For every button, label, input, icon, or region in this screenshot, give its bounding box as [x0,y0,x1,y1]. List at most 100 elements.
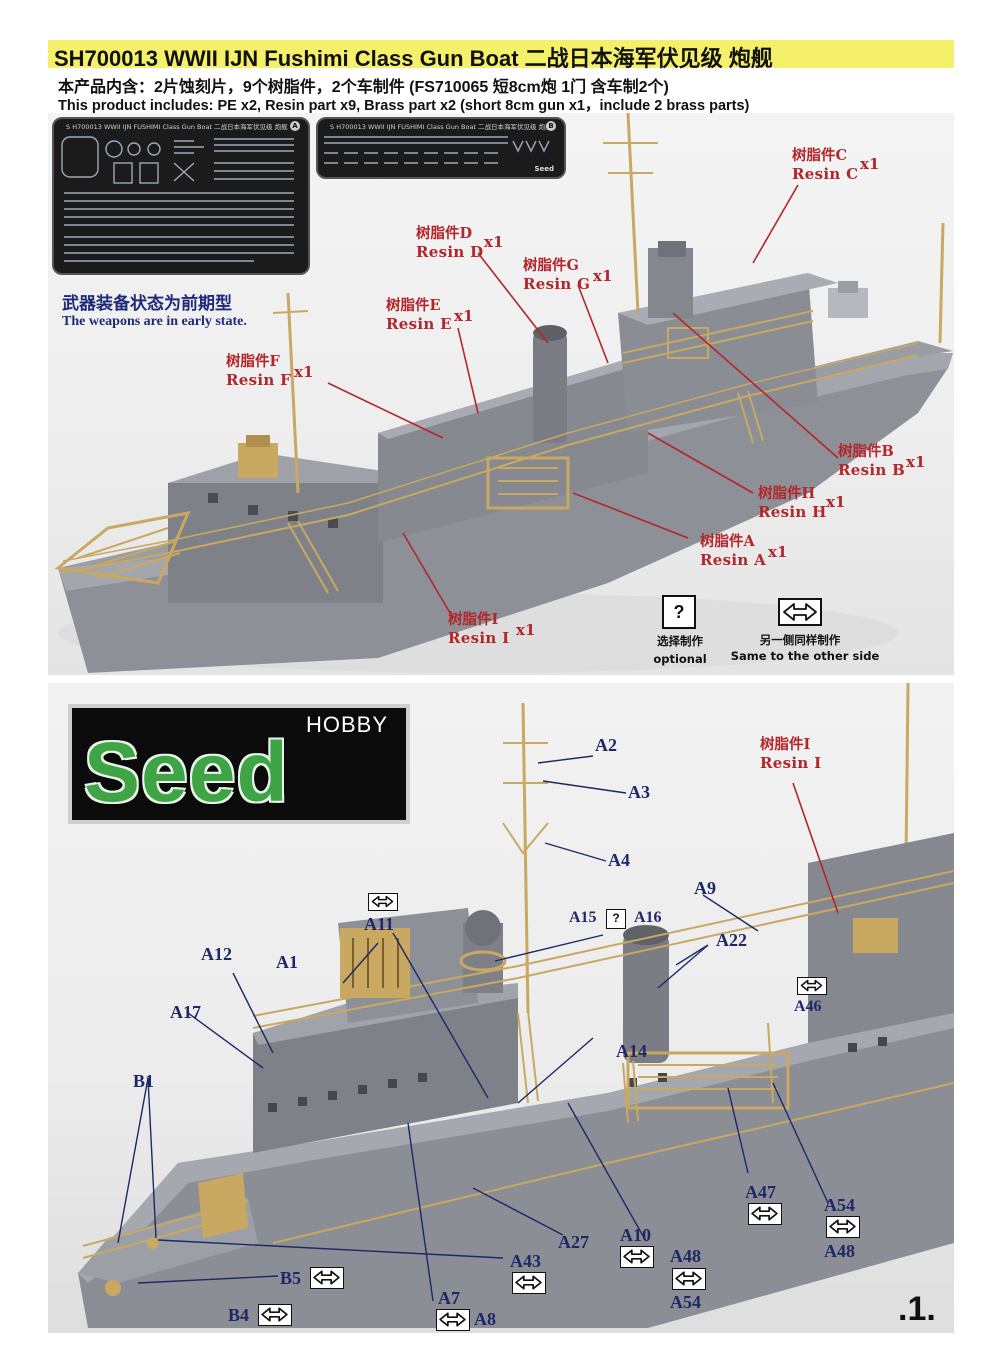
part-label-b1: B1 [133,1071,155,1091]
a43-same-side-icon [512,1272,546,1294]
resin-i-qty: x1 [516,621,536,639]
part-label-b5: B5 [280,1268,302,1288]
resin-b-label: 树脂件B Resin B x1 [838,443,925,479]
a48-same-side-icon [672,1268,706,1290]
resin-c-en: Resin C [792,165,859,183]
double-arrow-icon [829,1219,856,1234]
part-label-a8: A8 [474,1309,496,1329]
resin-g-zh: 树脂件G [523,257,579,274]
product-title: SH700013 WWII IJN Fushimi Class Gun Boat… [54,46,773,71]
resin-b-qty: x1 [906,453,926,471]
resin-d-label: 树脂件D Resin D x1 [416,225,503,261]
pe-sheet-a-parts [61,136,294,262]
resin-e-qty: x1 [454,307,474,325]
pe-sheet-b-parts [324,136,550,164]
a15-optional-icon: ? [606,909,626,929]
top-ship-illustration [54,113,953,673]
part-label-a17: A17 [170,1002,201,1022]
pe-sheet-b-mark: B [546,121,556,131]
resin-h-qty: x1 [826,493,846,511]
part-label-a54-left: A54 [670,1292,701,1312]
top-model-photo [48,113,954,675]
pe-sheet-b-logo: Seed [534,165,554,173]
part-label-b4: B4 [228,1305,250,1325]
double-arrow-icon [800,979,823,992]
resin-d-qty: x1 [484,233,504,251]
resin-i-label: 树脂件I Resin I x1 [448,611,535,647]
logo-hobby-text: HOBBY [305,712,388,737]
optional-caption-zh: 选择制作 [657,634,703,648]
includes-en: This product includes: PE x2, Resin part… [58,98,750,114]
a10-same-side-icon [620,1246,654,1268]
a46-same-side-icon [797,977,827,995]
part-label-a15: A15 [569,909,597,926]
resin-f-label: 树脂件F Resin F x1 [226,353,313,389]
resin-a-zh: 树脂件A [700,533,755,550]
double-arrow-icon [515,1275,542,1290]
resin-b-zh: 树脂件B [838,443,894,460]
part-label-a48-left: A48 [670,1246,701,1266]
resin-e-label: 树脂件E Resin E x1 [386,297,473,333]
resin-h-label: 树脂件H Resin H x1 [758,485,845,521]
bottom-resin-i-en: Resin I [760,754,822,772]
b4-same-side-icon [258,1304,292,1326]
part-label-a4: A4 [608,850,630,870]
same-side-caption-zh: 另一侧同样制作 [759,633,841,647]
logo-seed-text: Seed [84,725,289,819]
resin-h-zh: 树脂件H [758,485,816,502]
seed-hobby-logo: HOBBY Seed [68,704,410,824]
double-arrow-icon [675,1271,702,1286]
page-number: .1. [898,1290,936,1328]
pe-sheet-a: S H700013 WWII IJN FUSHIMI Class Gun Boa… [52,117,310,275]
a54-same-side-icon [826,1216,860,1238]
resin-g-en: Resin G [523,275,591,293]
resin-b-en: Resin B [838,461,906,479]
resin-f-qty: x1 [294,363,314,381]
resin-d-zh: 树脂件D [416,225,473,242]
part-label-a12: A12 [201,944,232,964]
a47-same-side-icon [748,1203,782,1225]
resin-a-en: Resin A [700,551,767,569]
b5-same-side-icon [310,1267,344,1289]
resin-d-en: Resin D [416,243,484,261]
double-arrow-icon [371,895,394,908]
resin-e-zh: 树脂件E [386,297,441,314]
part-label-a43: A43 [510,1251,541,1271]
pe-sheet-a-title: S H700013 WWII IJN FUSHIMI Class Gun Boa… [66,123,288,131]
part-label-a22: A22 [716,930,747,950]
part-label-a47: A47 [745,1182,776,1202]
same-side-symbol [778,598,822,626]
bottom-resin-i-zh: 树脂件I [760,736,811,753]
a7-same-side-icon [436,1309,470,1331]
pe-sheet-a-mark: A [290,121,300,131]
includes-zh: 本产品内含：2片蚀刻片，9个树脂件，2个车制件 (FS710065 短8cm炮 … [58,79,669,96]
weapons-note-zh: 武器装备状态为前期型 [62,294,232,314]
part-label-a16: A16 [634,909,662,926]
part-label-a9: A9 [694,878,716,898]
resin-i-zh: 树脂件I [448,611,499,628]
part-label-a14: A14 [616,1041,647,1061]
resin-a-label: 树脂件A Resin A x1 [700,533,787,569]
title-bar [48,40,954,68]
optional-symbol: ? [662,595,696,629]
resin-c-zh: 树脂件C [792,147,848,164]
double-arrow-icon [751,1206,778,1221]
bottom-resin-i-label: 树脂件I Resin I [760,736,821,772]
resin-c-label: 树脂件C Resin C x1 [792,147,879,183]
resin-h-en: Resin H [758,503,827,521]
resin-f-zh: 树脂件F [226,353,280,370]
double-arrow-icon [261,1307,288,1322]
resin-c-qty: x1 [860,155,880,173]
double-arrow-icon [783,603,817,621]
part-label-a48-right: A48 [824,1241,855,1261]
part-label-a1: A1 [276,952,298,972]
resin-g-qty: x1 [593,267,613,285]
double-arrow-icon [439,1312,466,1327]
part-label-a11: A11 [364,914,395,934]
weapons-note-en: The weapons are in early state. [62,314,247,329]
same-side-caption-en: Same to the other side [730,649,880,663]
part-label-a10: A10 [620,1225,651,1245]
resin-f-en: Resin F [226,371,292,389]
part-label-a7: A7 [438,1288,460,1308]
double-arrow-icon [313,1270,340,1285]
